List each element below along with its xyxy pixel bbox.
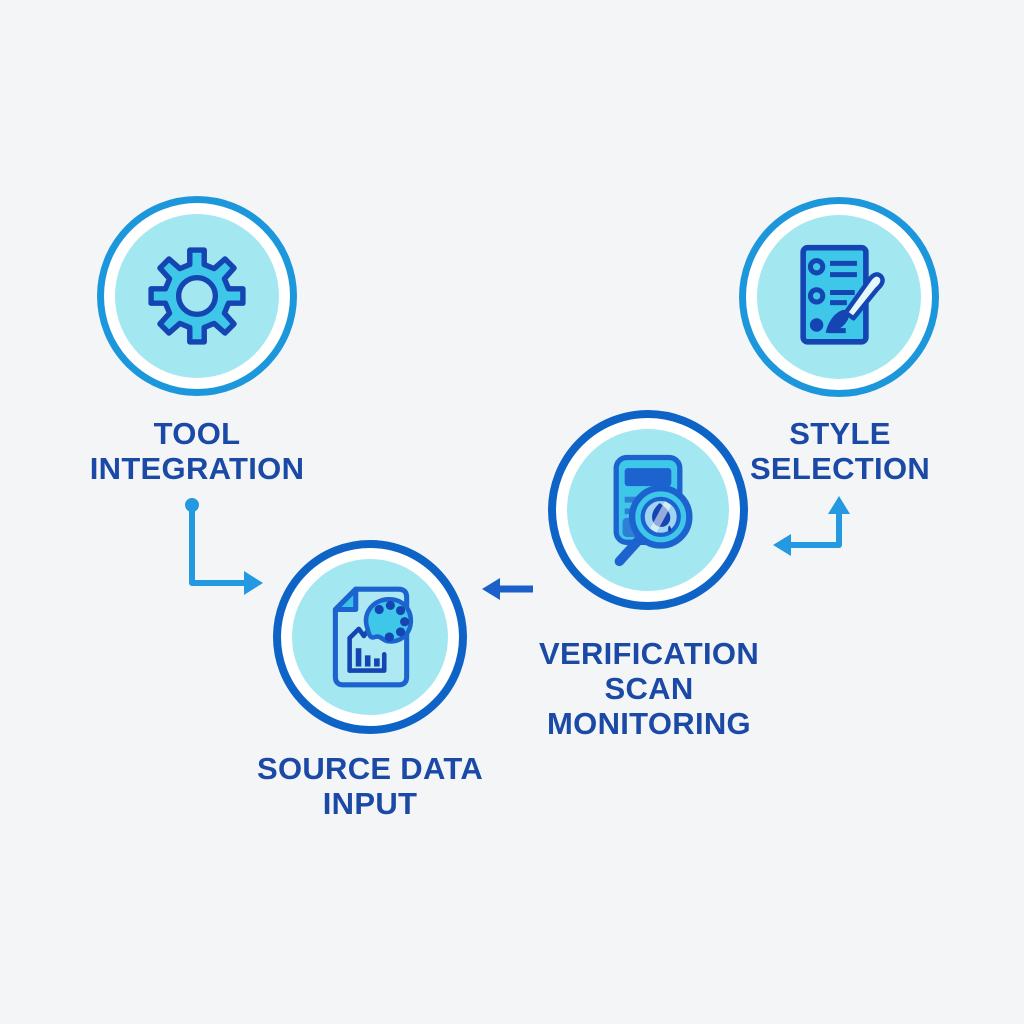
node-verification-circle	[548, 410, 748, 610]
label-line: TOOL	[153, 416, 241, 451]
label-line: INTEGRATION	[89, 451, 305, 486]
scanner-magnifier-icon	[613, 454, 693, 566]
checklist-brush-icon	[800, 244, 885, 345]
node-tool-integration-circle	[97, 196, 297, 396]
document-palette-icon	[332, 586, 414, 688]
label-tool-integration: TOOL INTEGRATION	[37, 416, 357, 486]
node-source-data-circle	[273, 540, 467, 734]
arrow-tool-to-source	[185, 498, 263, 595]
label-source-data-input: SOURCE DATA INPUT	[200, 751, 540, 821]
label-style-selection: STYLE SELECTION	[680, 416, 1000, 486]
node-style-selection-circle	[739, 197, 939, 397]
label-line: STYLE	[789, 416, 891, 451]
arrow-style-elbow	[773, 496, 850, 556]
arrow-verification-to-source	[482, 578, 533, 600]
label-line: MONITORING	[547, 706, 751, 741]
label-line: SELECTION	[749, 451, 931, 486]
label-line: INPUT	[322, 786, 418, 821]
label-line: VERIFICATION	[538, 636, 760, 671]
label-line: SOURCE DATA	[256, 751, 484, 786]
label-verification: VERIFICATION SCAN MONITORING	[479, 636, 819, 741]
label-line: SCAN	[604, 671, 694, 706]
gear-icon	[148, 247, 246, 345]
